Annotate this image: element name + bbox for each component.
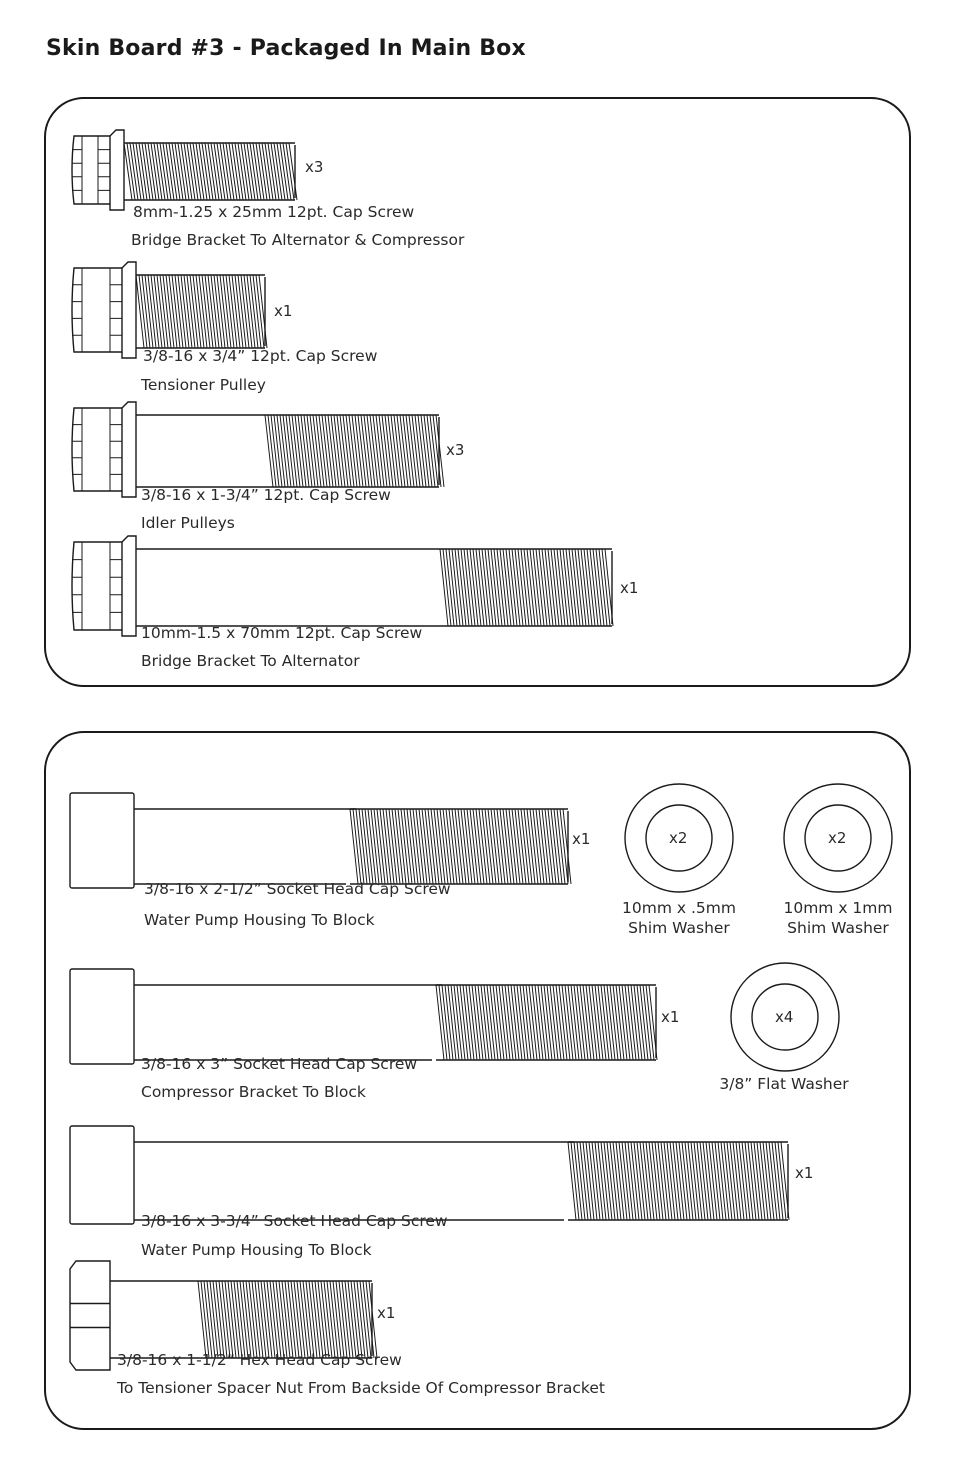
qty-label: x1	[795, 1164, 814, 1182]
screw-shank	[136, 548, 440, 627]
part-spec: 8mm-1.25 x 25mm 12pt. Cap Screw	[133, 203, 415, 221]
part-use: Water Pump Housing To Block	[144, 911, 375, 929]
washer-outer	[730, 962, 840, 1072]
part-spec: 3/8-16 x 3/4” 12pt. Cap Screw	[143, 347, 378, 365]
qty-label: x1	[377, 1304, 396, 1322]
washer	[783, 783, 893, 893]
washer-type: Shim Washer	[787, 919, 889, 937]
washer-outer	[783, 783, 893, 893]
screw-shank	[134, 984, 442, 1061]
screw-head	[71, 541, 123, 631]
screw-head	[69, 968, 135, 1065]
screw-head	[71, 135, 111, 205]
screw-head	[71, 407, 123, 492]
screw-shank	[134, 1141, 574, 1221]
part-spec: 3/8-16 x 2-1/2” Socket Head Cap Screw	[144, 880, 451, 898]
washer-hole	[645, 804, 713, 872]
qty-label: x1	[620, 579, 639, 597]
part-spec: 3/8-16 x 3-3/4” Socket Head Cap Screw	[141, 1212, 448, 1230]
qty-label: x3	[446, 441, 465, 459]
twelve-point-cap-screw	[71, 129, 298, 211]
screw-flange	[109, 129, 125, 211]
qty-label: x1	[274, 302, 293, 320]
qty-label: x1	[572, 830, 591, 848]
screw-flange	[121, 401, 137, 498]
part-use: Bridge Bracket To Alternator	[141, 652, 360, 670]
qty-label: x1	[661, 1008, 680, 1026]
part-use: Water Pump Housing To Block	[141, 1241, 372, 1259]
part-use: Compressor Bracket To Block	[141, 1083, 366, 1101]
panel-12pt-cap-screws	[44, 97, 911, 687]
twelve-point-cap-screw	[71, 535, 614, 637]
washer	[730, 962, 840, 1072]
screw-head	[69, 1125, 135, 1225]
washer-label: 10mm x 1mm Shim Washer	[768, 898, 908, 938]
washer-label: 10mm x .5mm Shim Washer	[609, 898, 749, 938]
qty-label: x3	[305, 158, 324, 176]
screw-shank	[134, 808, 356, 885]
washer-size: 10mm x .5mm	[622, 899, 736, 917]
part-spec: 3/8-16 x 1-3/4” 12pt. Cap Screw	[141, 486, 391, 504]
screw-shank	[136, 414, 265, 488]
washer-size: 10mm x 1mm	[783, 899, 893, 917]
part-use: Idler Pulleys	[141, 514, 235, 532]
twelve-point-cap-screw	[71, 261, 268, 359]
washer-size: 3/8” Flat Washer	[719, 1075, 849, 1093]
socket-head-cap-screw	[69, 1125, 790, 1225]
twelve-point-cap-screw	[71, 401, 445, 498]
screw-flange	[121, 535, 137, 637]
screw-flange	[121, 261, 137, 359]
part-spec: 10mm-1.5 x 70mm 12pt. Cap Screw	[141, 624, 423, 642]
part-use: Tensioner Pulley	[141, 376, 266, 394]
panel-socket-and-hex-screws	[44, 731, 911, 1430]
washer-qty: x2	[828, 829, 847, 847]
screw-shank	[110, 1280, 198, 1359]
washer-outer	[624, 783, 734, 893]
screw-head	[69, 1260, 111, 1371]
washer-type: Shim Washer	[628, 919, 730, 937]
screw-head	[71, 267, 123, 353]
part-use: To Tensioner Spacer Nut From Backside Of…	[117, 1379, 605, 1397]
part-spec: 3/8-16 x 1-1/2” Hex Head Cap Screw	[117, 1351, 402, 1369]
washer-hole	[804, 804, 872, 872]
washer-label: 3/8” Flat Washer	[694, 1074, 874, 1094]
screw-head	[69, 792, 135, 889]
page-title: Skin Board #3 - Packaged In Main Box	[46, 36, 526, 61]
washer	[624, 783, 734, 893]
socket-head-cap-screw	[69, 968, 658, 1065]
washer-qty: x2	[669, 829, 688, 847]
part-spec: 3/8-16 x 3” Socket Head Cap Screw	[141, 1055, 418, 1073]
part-use: Bridge Bracket To Alternator & Compresso…	[131, 231, 465, 249]
washer-qty: x4	[775, 1008, 794, 1026]
washer-hole	[751, 983, 819, 1051]
socket-head-cap-screw	[69, 792, 572, 889]
hex-head-cap-screw	[69, 1260, 378, 1371]
